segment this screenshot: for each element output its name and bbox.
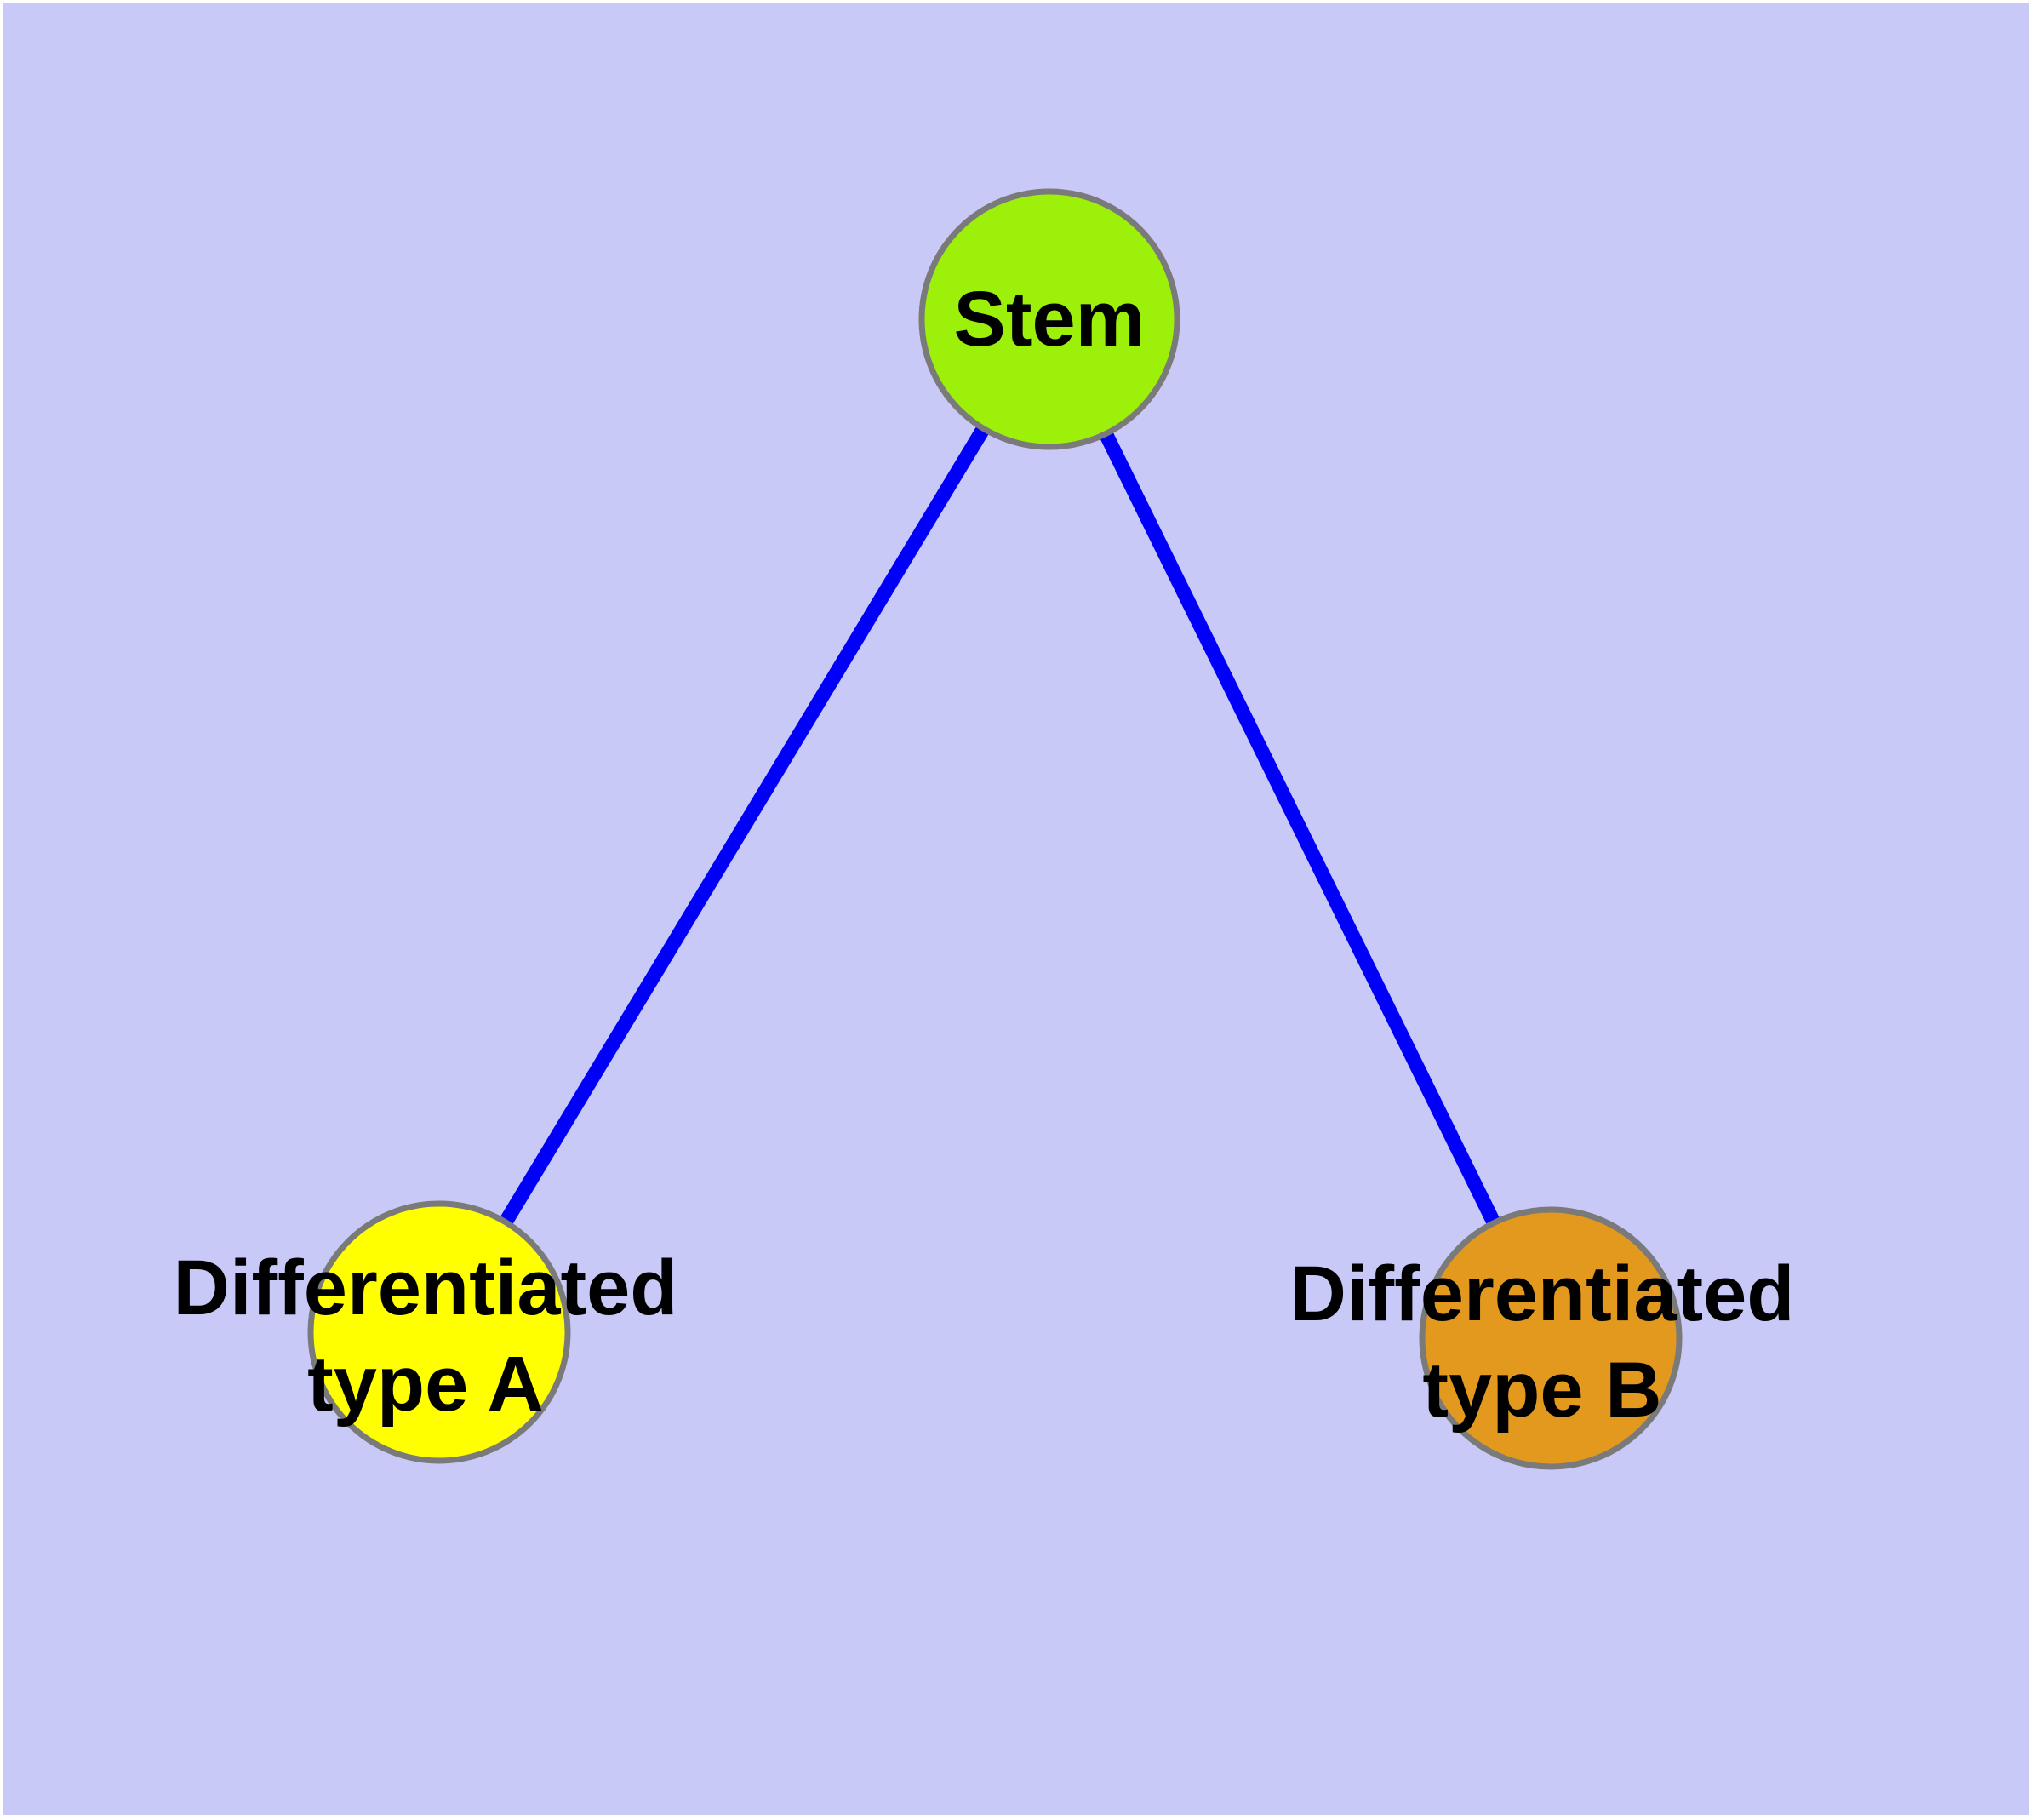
node-stem-label: Stem [954, 276, 1146, 363]
edge-stem-to-type-a [432, 315, 1056, 1336]
node-differentiated-type-a [307, 1200, 571, 1464]
edge-stem-to-type-b [1043, 316, 1557, 1342]
node-stem [918, 188, 1180, 450]
node-differentiated-type-b [1419, 1206, 1683, 1470]
node-type-b-label-line2: type B [1422, 1347, 1661, 1434]
node-type-a-label-line1: Differentiated [174, 1245, 678, 1331]
node-type-b-label-line1: Differentiated [1290, 1251, 1795, 1337]
node-type-a-label-line2: type A [307, 1341, 544, 1428]
